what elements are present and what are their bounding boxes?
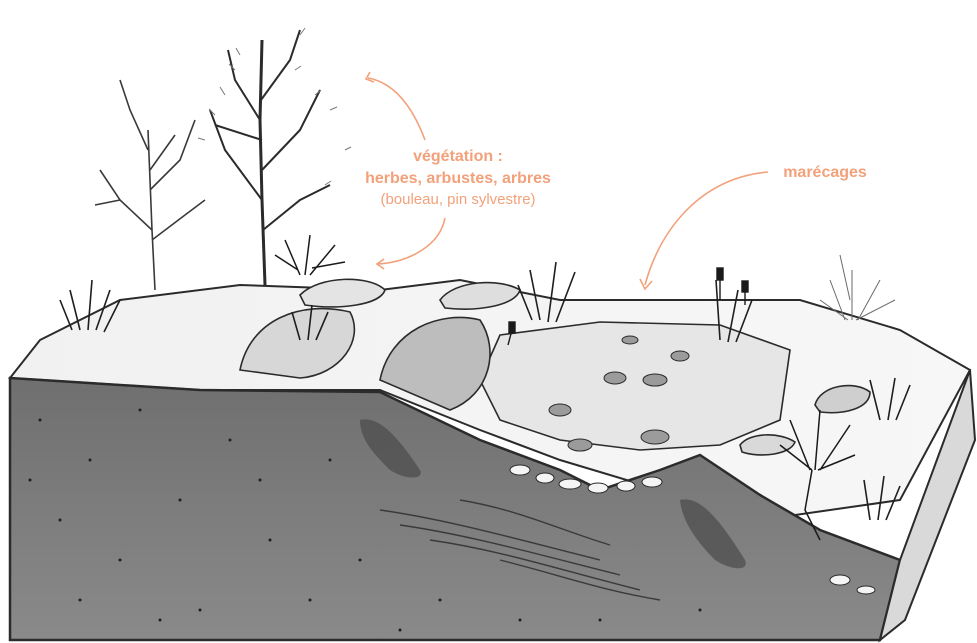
lily-pad-icon xyxy=(643,374,667,386)
annotation-arrow-icon xyxy=(645,172,768,285)
marsh-label: marécages xyxy=(770,162,880,184)
lily-pad-icon xyxy=(622,336,638,344)
lily-pad-icon xyxy=(604,372,626,384)
tree-icon xyxy=(210,30,330,285)
lily-pad-icon xyxy=(568,439,592,451)
vegetation-label-title: végétation : xyxy=(330,146,586,168)
marsh-label-title: marécages xyxy=(770,162,880,184)
vegetation-label-subtitle: herbes, arbustes, arbres xyxy=(330,168,586,190)
lily-pad-icon xyxy=(641,430,669,444)
vegetation-label-detail: (bouleau, pin sylvestre) xyxy=(330,190,586,210)
vegetation-label: végétation : herbes, arbustes, arbres (b… xyxy=(330,146,586,210)
annotation-arrow-icon xyxy=(366,72,374,82)
annotation-arrow-icon xyxy=(368,78,425,140)
tree-icon xyxy=(95,80,205,290)
lily-pad-icon xyxy=(549,404,571,416)
tree-foliage xyxy=(198,28,351,185)
lily-pad-icon xyxy=(671,351,689,361)
annotation-arrow-icon xyxy=(378,218,445,264)
